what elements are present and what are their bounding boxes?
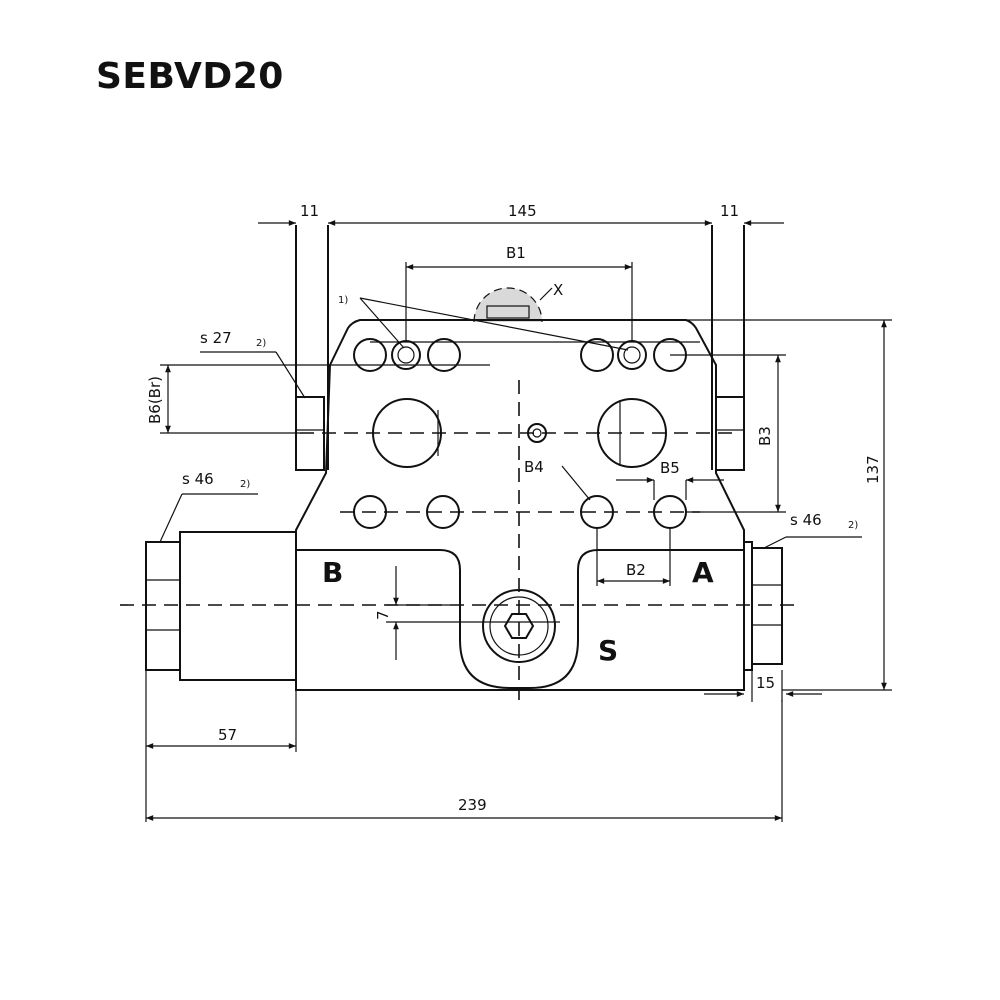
port-s-label: S	[598, 634, 618, 667]
dim-15: 15	[756, 674, 775, 692]
mounting-bars	[295, 225, 745, 471]
port-a-label: A	[692, 556, 714, 589]
port-b-label: B	[322, 556, 343, 589]
dim-137: 137	[864, 455, 882, 484]
dim-11-left: 11	[300, 202, 319, 220]
dim-b4: B4	[524, 458, 544, 476]
dim-b2: B2	[626, 561, 646, 579]
dim-s46-left: s 46	[182, 470, 214, 488]
right-fitting	[743, 541, 783, 671]
bolt-holes	[353, 338, 687, 663]
dim-11-right: 11	[720, 202, 739, 220]
dimensions: 11 145 11 B1 1) s 27 2) B6(Br) s 46 2) B…	[145, 202, 892, 822]
detail-x: X	[473, 281, 563, 323]
dim-b6: B6(Br)	[146, 376, 164, 424]
dim-s46-right-sub: 2)	[848, 520, 858, 531]
valve-plate	[295, 319, 745, 691]
center-lines	[120, 341, 800, 700]
dim-s27-sub: 2)	[256, 338, 266, 349]
dim-b5: B5	[660, 459, 680, 477]
note-1: 1)	[338, 295, 348, 306]
dim-145: 145	[508, 202, 537, 220]
left-fitting	[145, 531, 297, 681]
label-x: X	[553, 281, 563, 299]
dim-b3: B3	[756, 426, 774, 446]
dim-s46-left-sub: 2)	[240, 479, 250, 490]
dim-57: 57	[218, 726, 237, 744]
dim-239: 239	[458, 796, 487, 814]
dim-b1: B1	[506, 244, 526, 262]
dim-7: 7	[374, 610, 392, 620]
dim-s46-right: s 46	[790, 511, 822, 529]
drawing-title: SEBVD20	[96, 56, 284, 97]
port-labels: B A S	[322, 556, 714, 667]
dim-s27: s 27	[200, 329, 232, 347]
